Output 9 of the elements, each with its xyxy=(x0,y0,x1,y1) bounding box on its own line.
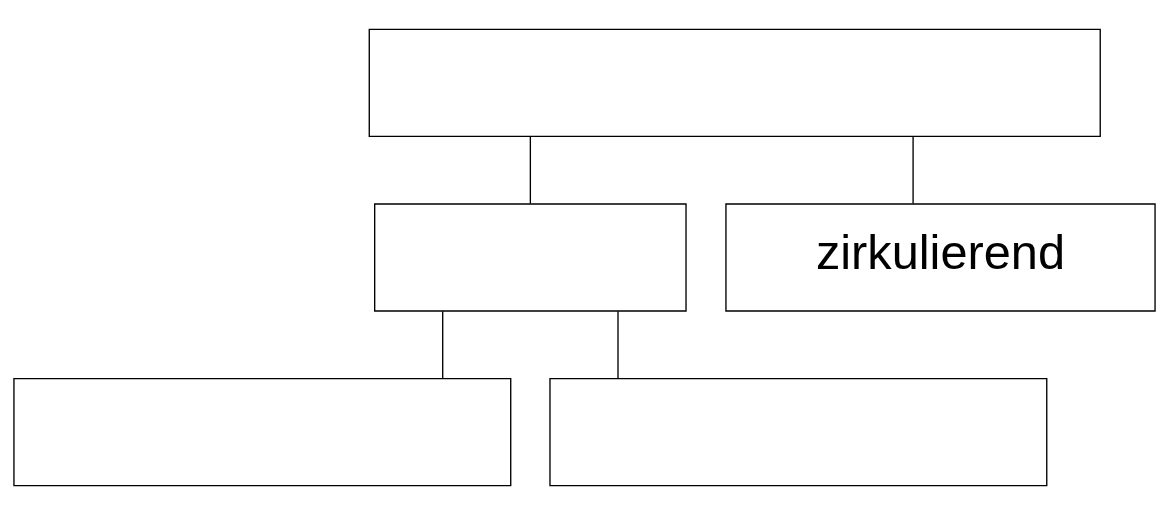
connector xyxy=(442,310,444,379)
node-box xyxy=(368,28,1101,138)
node-box xyxy=(374,203,687,312)
node-box xyxy=(13,377,512,487)
connector xyxy=(912,136,914,205)
node-box xyxy=(549,377,1048,487)
node-box: zirkulierend xyxy=(725,203,1156,312)
connector xyxy=(529,136,532,205)
connector xyxy=(617,310,619,379)
